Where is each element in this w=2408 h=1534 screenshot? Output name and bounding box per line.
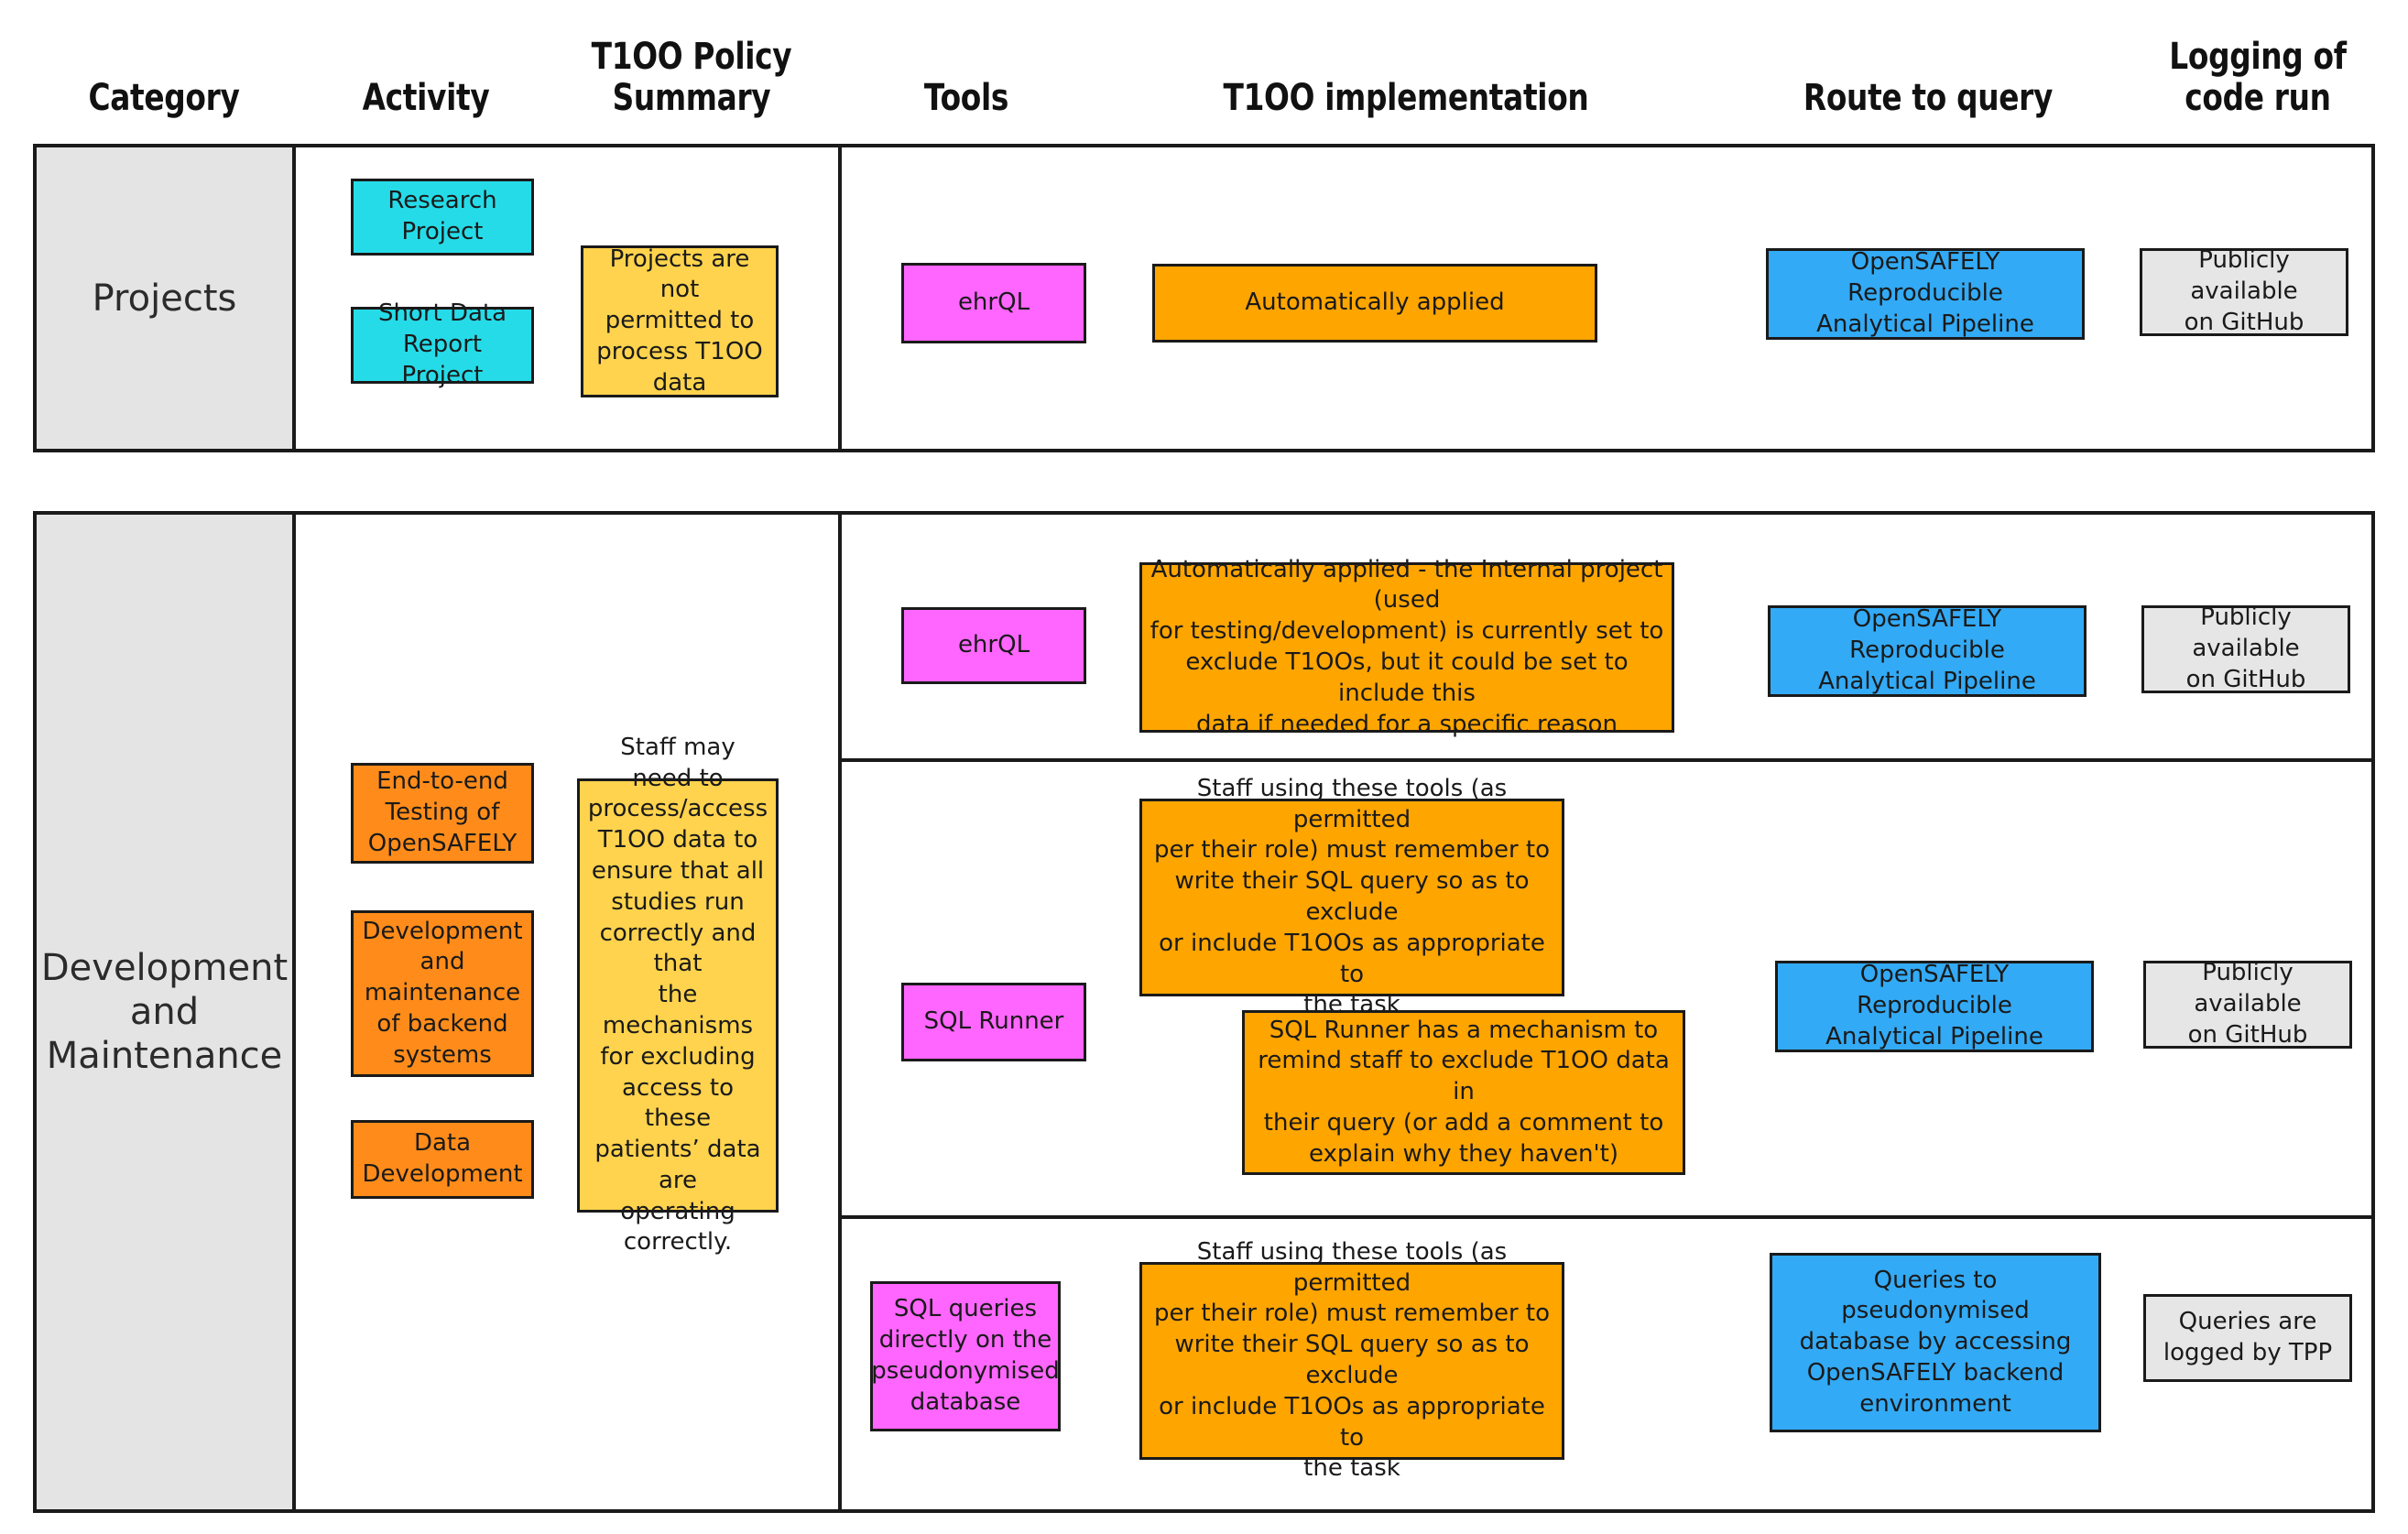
activity-node-data-development[interactable]: Data Development [351,1120,534,1199]
route-node-reproducible-pipeline-1[interactable]: OpenSAFELY Reproducible Analytical Pipel… [1768,605,2087,697]
policy-summary-node-projects[interactable]: Projects are not permitted to process T1… [581,245,779,397]
column-header-activity: Activity [362,77,490,120]
activity-node-backend-development[interactable]: Development and maintenance of backend s… [351,910,534,1077]
category-cell-projects: Projects [37,147,296,449]
column-header-category: Category [88,77,240,120]
row-divider-2 [842,1215,2371,1219]
implementation-node-sql-runner-reminder[interactable]: SQL Runner has a mechanism to remind sta… [1242,1010,1685,1175]
tool-node-sql-runner[interactable]: SQL Runner [901,983,1086,1061]
implementation-node-staff-sql-query-1[interactable]: Staff using these tools (as permitted pe… [1139,775,1564,1018]
divider-policy-tools [838,147,842,449]
logging-node-github[interactable]: Publicly available on GitHub [2140,246,2348,336]
divider-policy-tools-2 [838,515,842,1509]
column-headers: Category Activity T1OO Policy Summary To… [0,0,2408,144]
route-node-reproducible-pipeline[interactable]: OpenSAFELY Reproducible Analytical Pipel… [1766,248,2085,340]
implementation-node-staff-sql-query-2[interactable]: Staff using these tools (as permitted pe… [1139,1238,1564,1482]
implementation-node-auto-applied[interactable]: Automatically applied [1152,264,1597,343]
logging-node-tpp[interactable]: Queries are logged by TPP [2143,1294,2352,1382]
logging-node-github-2[interactable]: Publicly available on GitHub [2143,959,2352,1049]
policy-summary-node-dev-maintenance[interactable]: Staff may need to process/access T1OO da… [577,734,779,1256]
route-node-pseudonymised-database[interactable]: Queries to pseudonymised database by acc… [1770,1253,2101,1432]
activity-node-end-to-end-testing[interactable]: End-to-end Testing of OpenSAFELY [351,763,534,864]
table-projects: Projects Research Project Short Data Rep… [33,144,2375,452]
column-header-route-to-query: Route to query [1803,77,2054,120]
activity-node-short-data-report[interactable]: Short Data Report Project [351,299,534,389]
activity-node-research-project[interactable]: Research Project [351,179,534,256]
table-development-and-maintenance: Development and Maintenance End-to-end T… [33,511,2375,1513]
row-divider-1 [842,758,2371,762]
column-header-implementation: T1OO implementation [1223,77,1589,120]
column-header-tools: Tools [923,77,1009,120]
column-header-logging: Logging of code run [2169,36,2347,120]
logging-node-github-1[interactable]: Publicly available on GitHub [2141,604,2350,693]
category-cell-development-maintenance: Development and Maintenance [37,515,296,1509]
tool-node-sql-queries-direct[interactable]: SQL queries directly on the pseudonymise… [870,1281,1061,1431]
tool-node-ehrql-dev[interactable]: ehrQL [901,607,1086,684]
route-node-reproducible-pipeline-2[interactable]: OpenSAFELY Reproducible Analytical Pipel… [1775,961,2094,1052]
column-header-policy-summary: T1OO Policy Summary [591,36,792,120]
implementation-node-auto-applied-internal[interactable]: Automatically applied - the Internal pro… [1139,556,1674,738]
tool-node-ehrql[interactable]: ehrQL [901,263,1086,343]
